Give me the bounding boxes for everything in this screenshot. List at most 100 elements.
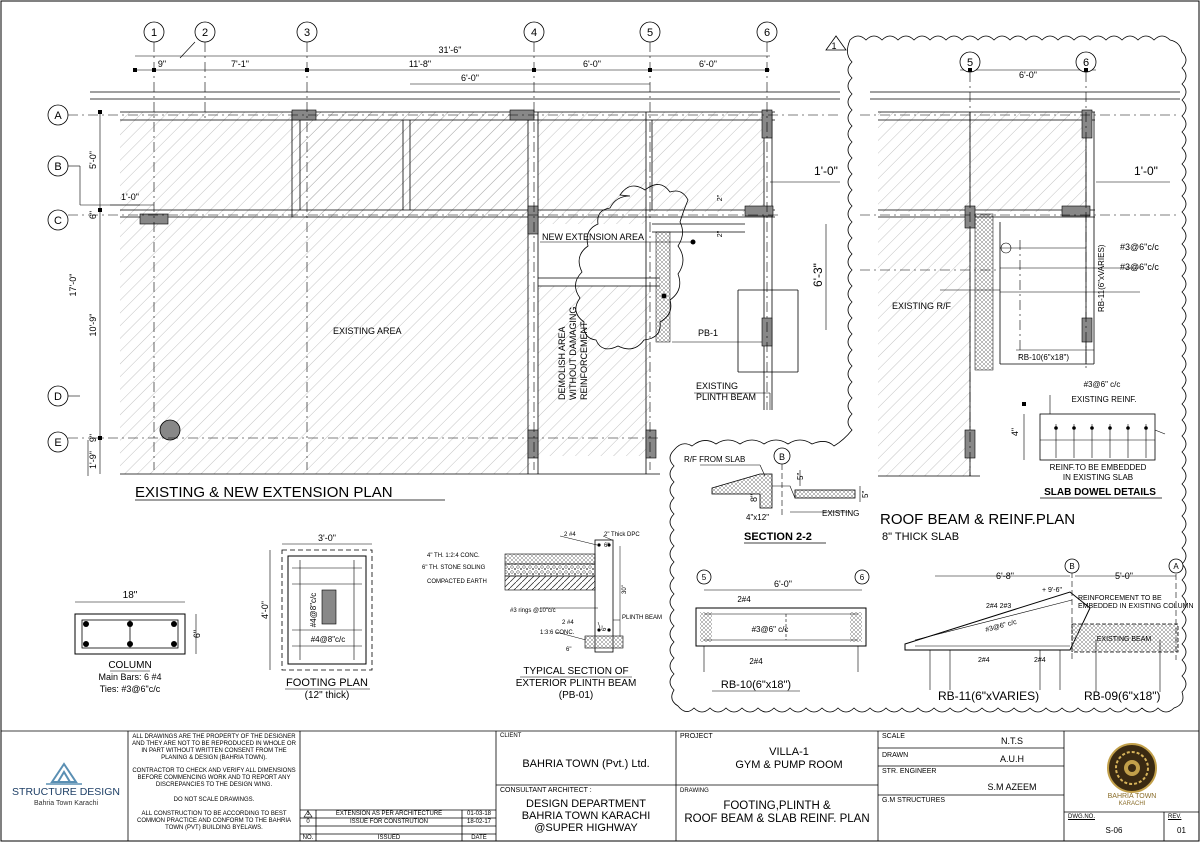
dimension: 6'-0" — [461, 73, 479, 83]
rev-no: 1 — [306, 811, 310, 817]
grid-label: A — [54, 110, 62, 122]
dimension: 1'-0" — [814, 164, 838, 178]
dimension: 8" — [749, 494, 759, 502]
dimension: 2" — [717, 194, 724, 201]
rev-no: 0 — [306, 819, 310, 825]
dimension: 2" — [717, 230, 724, 237]
grid-label: B — [1069, 562, 1074, 571]
grid-label: 5 — [967, 57, 973, 69]
existing-plinth-label: PLINTH BEAM — [696, 392, 756, 402]
dimension: 6'-3" — [811, 263, 825, 287]
section-title: SECTION 2-2 — [744, 531, 812, 543]
roof-title: ROOF BEAM & REINF.PLAN — [880, 511, 1075, 528]
grid-label: 6 — [1083, 57, 1089, 69]
disclaimer-note: ALL DRAWINGS ARE THE PROPERTY OF THE DES… — [132, 734, 296, 761]
consultant-line: BAHRIA TOWN KARACHI — [521, 810, 651, 822]
pb-title: (PB-01) — [559, 690, 593, 701]
dimension: 3'-0" — [318, 533, 336, 543]
drawn-value: A.U.H — [999, 754, 1024, 764]
dimension: 6'-0" — [583, 59, 601, 69]
dimension: 5" — [861, 491, 870, 498]
pb-note: 2" Thick DPC — [604, 532, 640, 538]
pb-note: 6" — [602, 626, 608, 631]
footing-title: FOOTING PLAN — [286, 677, 368, 689]
section-2-2 — [700, 447, 861, 515]
dimension: 10'-9" — [88, 314, 98, 337]
scale-value: N.T.S — [1000, 736, 1023, 746]
disclaimer-note: ALL CONSTRUCTION TO BE ACCORDING TO BEST… — [136, 811, 291, 831]
revision-cloud — [669, 35, 1187, 713]
rev-date: 18-02-17 — [466, 819, 492, 825]
column-ties: Ties: #3@6"c/c — [100, 684, 161, 694]
grid-label: 5 — [647, 27, 653, 39]
revision-triangle-icon — [825, 35, 847, 51]
dimension: 17'-0" — [68, 274, 78, 297]
drawing-title: FOOTING,PLINTH & — [723, 800, 831, 812]
rb10-mid: #3@6" c/c — [752, 625, 789, 634]
rb11-embed: REINFORCEMENT TO BE — [1078, 595, 1162, 602]
project-line: VILLA-1 — [769, 746, 809, 758]
rev-header: NO. — [302, 835, 314, 841]
consultant-line: DESIGN DEPARTMENT — [526, 798, 646, 810]
demolish-note: WITHOUT DAMAGING — [568, 307, 578, 400]
rev-date: 01-03-18 — [466, 811, 492, 817]
rb10-detail — [695, 569, 870, 672]
pb-note: 1:3:6 CONC. — [540, 630, 575, 636]
roof-subtitle: 8" THICK SLAB — [882, 531, 959, 543]
pb-note: 30" — [622, 585, 628, 594]
existing-plinth-label: EXISTING — [696, 381, 738, 391]
scale-label: SCALE — [882, 733, 905, 740]
footing-rebar: #4@8"c/c — [311, 635, 346, 644]
rev-header: DATE — [471, 835, 487, 841]
footing-rebar: #4@8"c/c — [309, 593, 318, 628]
client-label: CLIENT — [500, 733, 522, 739]
drawing-label: DRAWING — [680, 788, 709, 794]
existing-label: EXISTING — [822, 509, 859, 518]
dimension: 1'-0" — [1134, 164, 1158, 178]
project-label: PROJECT — [680, 733, 713, 740]
grid-label: D — [54, 391, 62, 403]
grid-label: 5 — [702, 573, 707, 582]
brand-city: KARACHI — [1118, 801, 1146, 807]
rb10-top: 2#4 — [737, 595, 751, 604]
existing-rf-label: EXISTING R/F — [892, 301, 952, 311]
logo-subtitle: Bahria Town Karachi — [33, 800, 99, 807]
dimension: 6'-0" — [774, 579, 792, 589]
pb-note: 6" TH. STONE SOLING — [422, 565, 486, 571]
dimension: 4"x12" — [746, 513, 769, 522]
grid-label: E — [54, 437, 61, 449]
rb09-title: RB-09(6"x18") — [1084, 689, 1161, 703]
column-title: COLUMN — [108, 660, 151, 671]
dimension: 5'-0" — [88, 151, 98, 169]
title-block-frame — [1, 730, 1199, 841]
dimension: 9" — [158, 59, 166, 69]
rb11-embed: EMBEDDED IN EXISTING COLUMN — [1078, 603, 1194, 610]
column-main-bars: Main Bars: 6 #4 — [98, 672, 161, 682]
dimension: 6'-0" — [1019, 70, 1037, 80]
drawing-title: ROOF BEAM & SLAB REINF. PLAN — [684, 813, 870, 825]
dimension: 11'-8" — [409, 59, 431, 69]
dowel-title: SLAB DOWEL DETAILS — [1044, 487, 1156, 498]
dwg-no-label: DWG.NO. — [1068, 814, 1095, 820]
revision-tag: 1 — [831, 41, 836, 51]
pb-note: PLINTH BEAM — [622, 615, 662, 621]
consultant-line: @SUPER HIGHWAY — [534, 822, 638, 834]
rb11-bot: 2#4 — [1034, 657, 1046, 664]
slab-dowel-details — [1022, 395, 1166, 461]
dimension: 5" — [796, 473, 805, 480]
grid-label: 3 — [304, 27, 310, 39]
dimension: 1'-9" — [88, 451, 98, 469]
pb-title: TYPICAL SECTION OF — [523, 666, 628, 677]
logo-title: STRUCTURE DESIGN — [12, 786, 120, 798]
dowel-rebar: #3@6" c/c — [1084, 380, 1121, 389]
dimension: 4" — [1010, 428, 1020, 436]
pb-note: #3 rings @10"c/c — [510, 608, 556, 614]
rev-label: REV. — [1168, 814, 1182, 820]
client-name: BAHRIA TOWN (Pvt.) Ltd. — [522, 758, 650, 770]
rf-from-slab: R/F FROM SLAB — [684, 455, 745, 464]
dimension: 6'-8" — [996, 571, 1014, 581]
revision-triangle-icon — [303, 810, 313, 818]
drawn-label: DRAWN — [882, 752, 909, 759]
dimension: 6" — [192, 630, 202, 638]
